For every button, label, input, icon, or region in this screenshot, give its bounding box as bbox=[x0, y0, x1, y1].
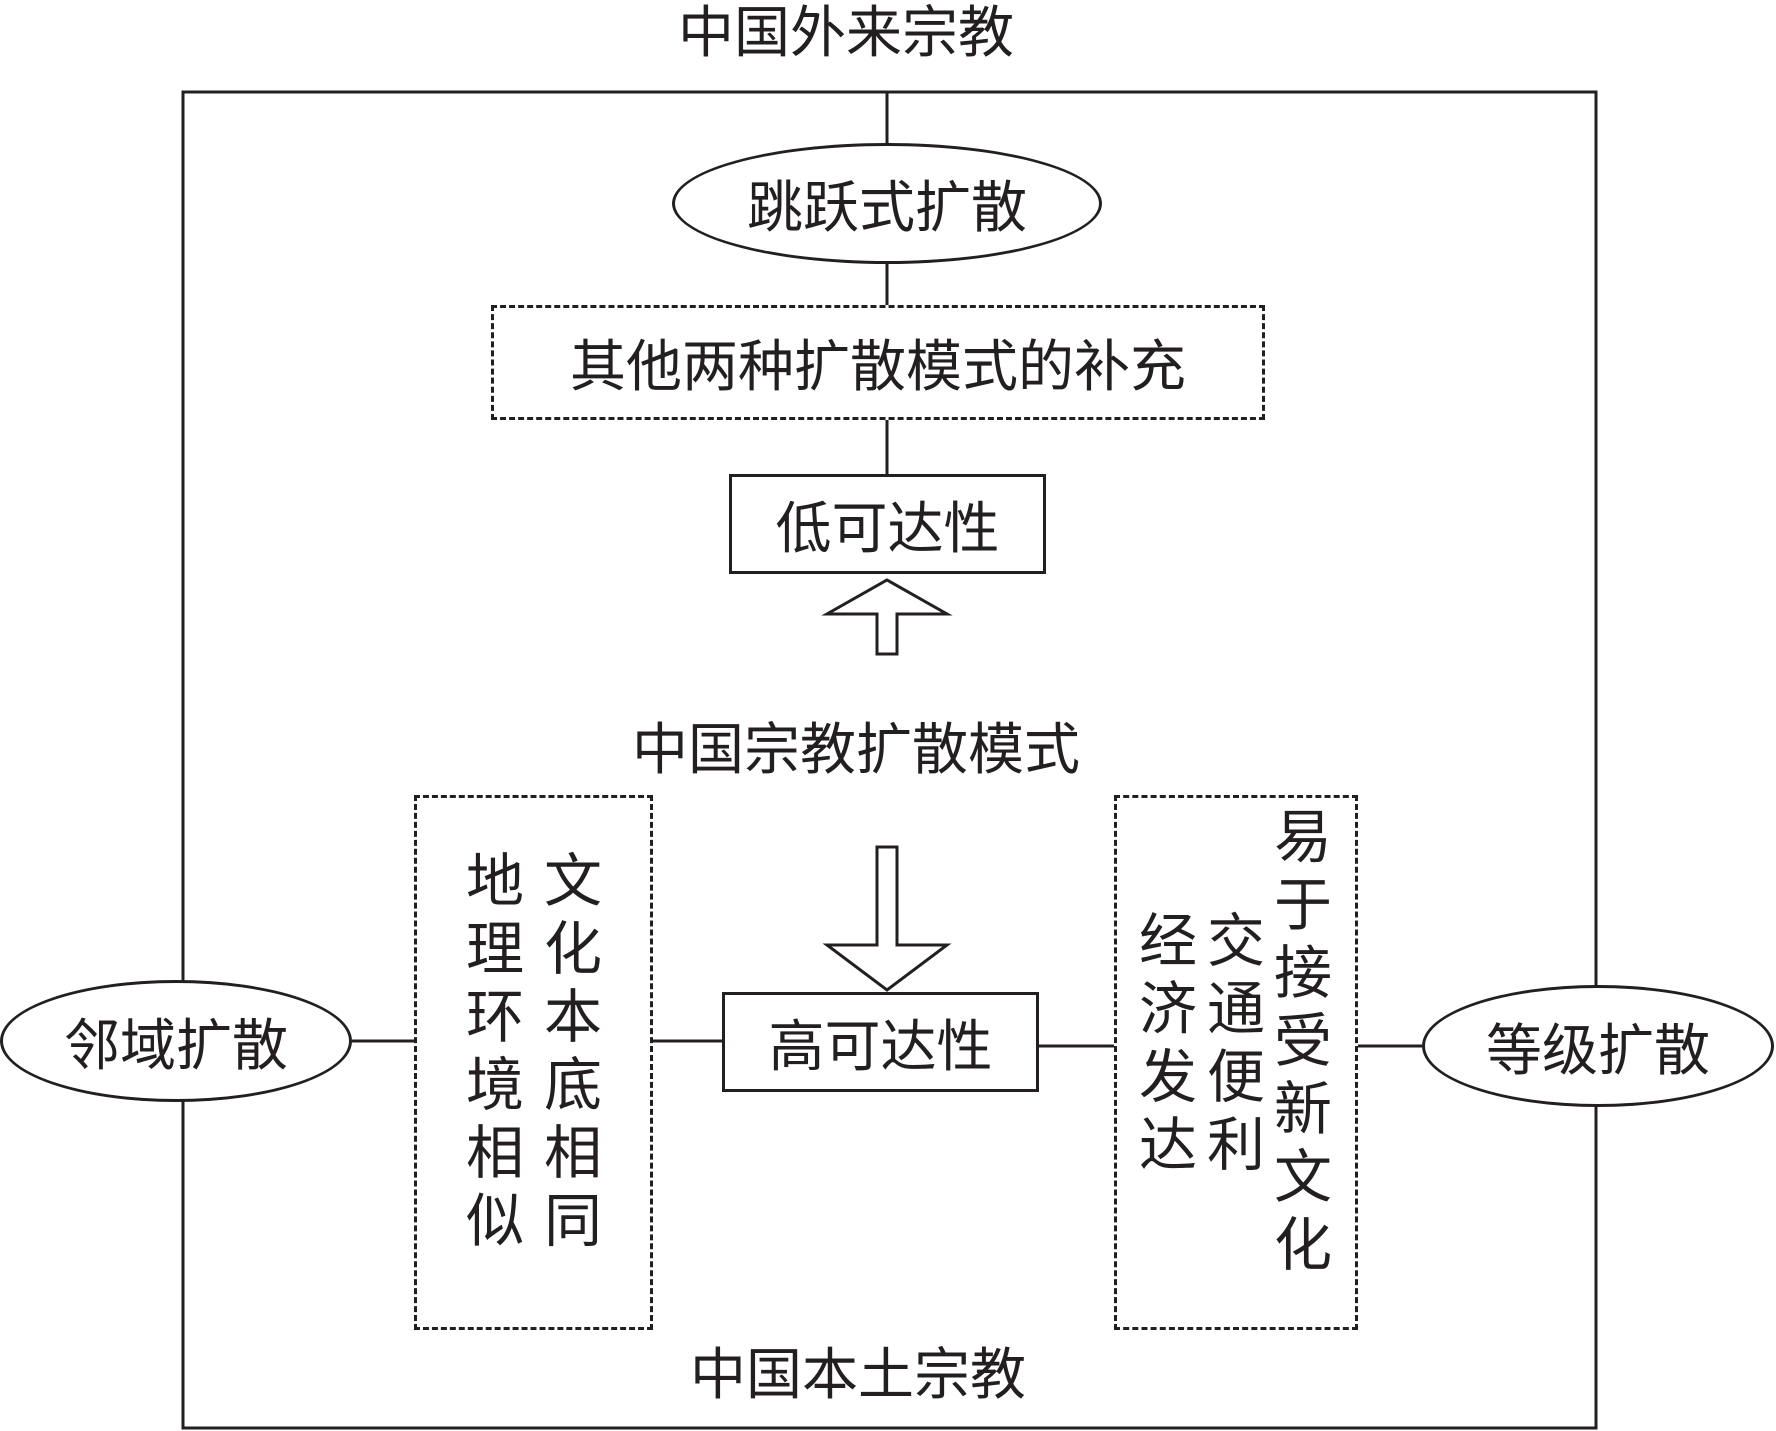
low-access-box: 低可达性 bbox=[729, 474, 1046, 574]
right-factor-transport: 交通便利 bbox=[1197, 910, 1265, 1182]
left-factor-box: 文化本底相同 地理环境相似 bbox=[414, 795, 653, 1330]
bottom-label: 中国本土宗教 bbox=[690, 1343, 1026, 1408]
outer-frame bbox=[181, 90, 1598, 1430]
left-factor-geography: 地理环境相似 bbox=[456, 850, 524, 1258]
supplement-box: 其他两种扩散模式的补充 bbox=[491, 305, 1265, 420]
right-factor-box: 易于接受新文化 交通便利 经济发达 bbox=[1114, 795, 1358, 1330]
up-arrow bbox=[821, 578, 953, 656]
jump-diffusion-node: 跳跃式扩散 bbox=[672, 143, 1102, 264]
left-factor-culture: 文化本底相同 bbox=[534, 850, 602, 1258]
high-access-box: 高可达性 bbox=[722, 992, 1039, 1092]
hierarchy-diffusion-node: 等级扩散 bbox=[1422, 985, 1774, 1107]
top-label: 中国外来宗教 bbox=[678, 1, 1014, 66]
neighbor-diffusion-node: 邻域扩散 bbox=[0, 980, 352, 1102]
right-factor-accept: 易于接受新文化 bbox=[1264, 806, 1332, 1282]
down-arrow bbox=[822, 845, 952, 992]
center-label: 中国宗教扩散模式 bbox=[632, 718, 1080, 783]
right-factor-economy: 经济发达 bbox=[1129, 910, 1197, 1182]
